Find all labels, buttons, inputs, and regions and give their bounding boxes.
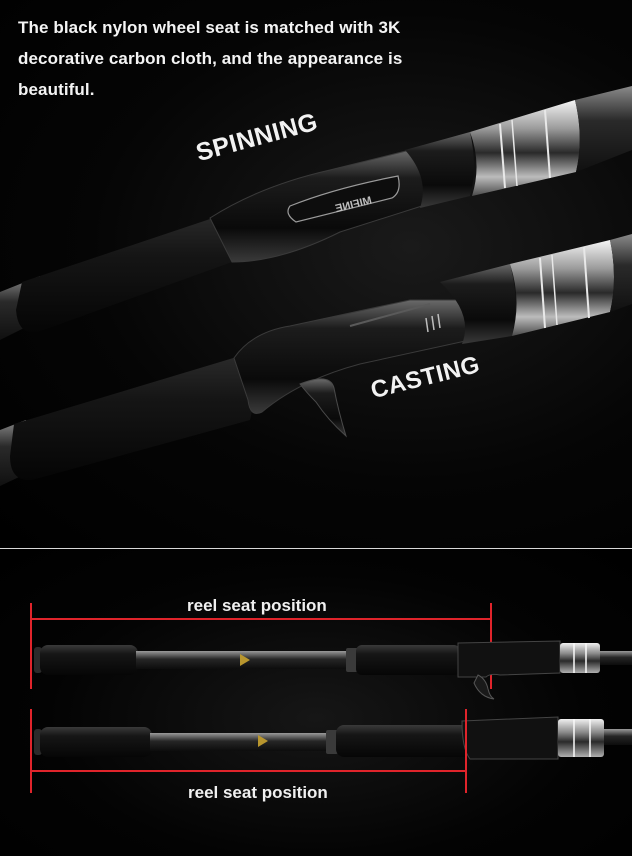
spinning-rod-seat-side — [461, 716, 559, 760]
section-divider — [0, 548, 632, 549]
casting-rod-grip — [10, 356, 253, 481]
spinning-chrome-ring — [499, 123, 506, 189]
spinning-chrome-ring — [511, 119, 518, 187]
casting-rod-chrome-nut — [560, 643, 600, 673]
accent-mark — [258, 735, 268, 747]
rod-comparison-illustration — [30, 603, 632, 793]
spinning-rod-tip-section — [604, 729, 632, 745]
casting-rod-side — [34, 640, 632, 700]
casting-rod-fore-grip — [356, 645, 460, 675]
spinning-chrome-nut — [470, 100, 580, 196]
spinning-rod-grip — [16, 214, 234, 333]
casting-rod-trigger-side — [473, 674, 495, 700]
rod-closeup-illustration: MIFINE — [0, 86, 632, 486]
reel-seat-position-label-bottom: reel seat position — [188, 783, 328, 802]
product-feature-panel: MIFINE The black nylon wheel seat — [0, 0, 632, 548]
casting-rod-collar — [346, 648, 358, 672]
spinning-chrome-ring — [544, 109, 551, 179]
casting-rod — [0, 234, 632, 486]
casting-seat-vent — [425, 317, 429, 333]
spinning-rod-collar — [326, 730, 338, 754]
spinning-rod-side — [34, 716, 632, 760]
casting-chrome-ring — [539, 257, 546, 329]
casting-rod-hood — [440, 264, 516, 344]
casting-rod-seat-side — [457, 640, 561, 678]
spinning-rod-hood — [405, 132, 474, 208]
spinning-rod-fore-grip — [336, 725, 476, 757]
casting-seat-vent — [431, 315, 435, 331]
spinning-rod-chrome-nut — [558, 719, 604, 757]
spinning-rod-rear-grip — [40, 727, 152, 757]
casting-rod-blank — [610, 234, 632, 312]
casting-chrome-ring — [551, 254, 558, 326]
casting-reel-seat — [233, 299, 471, 414]
casting-seat-vent — [437, 313, 441, 329]
casting-trigger — [299, 378, 348, 438]
spinning-rod-blank — [575, 86, 632, 172]
casting-seat-groove — [349, 303, 431, 327]
spinning-seat-badge — [287, 175, 400, 223]
casting-chrome-nut — [510, 240, 614, 336]
casting-rod-rear-grip — [40, 645, 138, 675]
spinning-rod: MIFINE — [0, 86, 632, 340]
reel-seat-comparison-panel: reel seat position reel seat position — [0, 549, 632, 856]
casting-rod-tip-section — [600, 651, 632, 665]
reel-seat-position-label-top: reel seat position — [187, 596, 327, 615]
casting-chrome-ring — [583, 246, 590, 319]
feature-headline: The black nylon wheel seat is matched wi… — [18, 18, 403, 99]
spinning-rod-blank-mid — [150, 733, 346, 751]
spinning-measure — [30, 709, 467, 793]
accent-mark — [240, 654, 250, 666]
